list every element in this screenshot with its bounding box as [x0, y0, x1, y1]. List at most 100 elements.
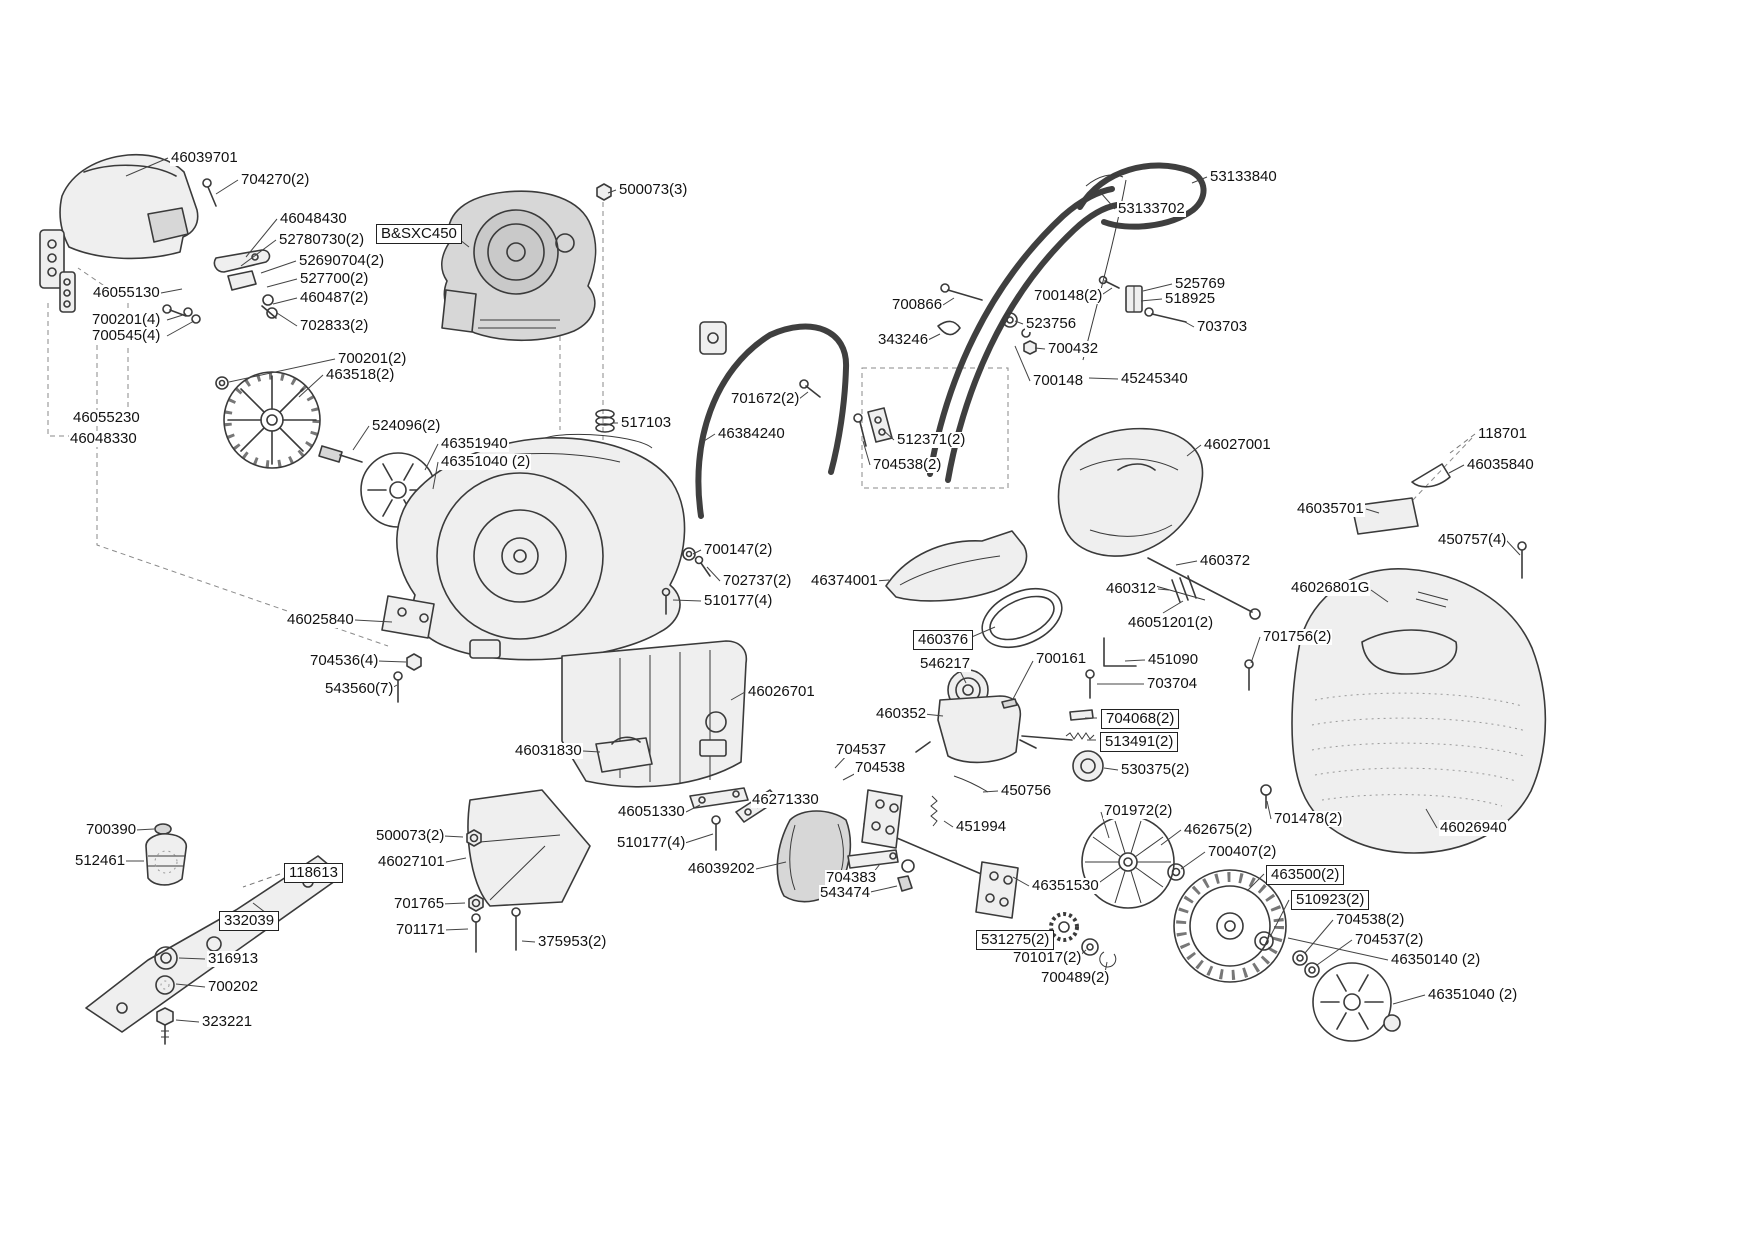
part-label: 451994 [955, 818, 1008, 835]
mulch-plug [595, 736, 653, 773]
part-label: 704537 [835, 741, 888, 758]
part-label: 527700(2) [299, 270, 370, 287]
part-label: 700407(2) [1207, 843, 1278, 860]
axle-bolt [318, 445, 363, 463]
leader-line [1246, 873, 1265, 892]
leader-line [1160, 829, 1182, 846]
leader-line [1449, 433, 1476, 454]
part-label: 460312 [1105, 580, 1158, 597]
part-label: 543560(7) [324, 680, 395, 697]
part-label: 510923(2) [1291, 890, 1370, 910]
part-label: 700545(4) [91, 327, 162, 344]
leader-line [1034, 347, 1046, 350]
part-label: 701672(2) [730, 390, 801, 407]
part-label: 46350140 (2) [1390, 951, 1482, 968]
part-label: 46271330 [751, 791, 820, 808]
leader-line [882, 429, 895, 441]
part-label: 700489(2) [1040, 969, 1111, 986]
part-label: 512461 [74, 852, 127, 869]
part-label: 46026801G [1290, 579, 1371, 596]
main-deck [381, 433, 686, 661]
rear-wheel-group [1049, 815, 1401, 1042]
part-label: 460372 [1199, 552, 1252, 569]
part-label: 546217 [919, 655, 972, 672]
transmission [915, 669, 1104, 782]
part-label: 46035840 [1466, 456, 1535, 473]
part-label: 46374001 [810, 572, 879, 589]
leader-line [260, 260, 297, 274]
part-label: 450757(4) [1437, 531, 1508, 548]
part-label: 704537(2) [1354, 931, 1425, 948]
leader-line [1180, 851, 1206, 870]
leader-line [445, 857, 467, 863]
part-label: 460376 [913, 630, 974, 650]
part-label: 343246 [877, 331, 930, 348]
leader-line [582, 750, 601, 753]
bottom-hardware [466, 829, 521, 953]
part-label: 375953(2) [537, 933, 608, 950]
side-plates [39, 229, 76, 313]
part-label: 700866 [891, 296, 944, 313]
drive-belt [981, 587, 1063, 649]
leader-line [135, 828, 155, 831]
part-label: 701171 [395, 921, 446, 938]
part-label: 463518(2) [325, 366, 396, 383]
leader-line [943, 820, 954, 828]
part-label: 525769 [1174, 275, 1227, 292]
leader-line [215, 179, 239, 195]
leader-line [354, 619, 393, 623]
part-label: 332039 [219, 911, 280, 931]
part-label: 46048430 [279, 210, 348, 227]
part-label: 46035701 [1296, 500, 1365, 517]
leader-line [1370, 589, 1389, 603]
leader-line [228, 358, 336, 383]
leader-line [1304, 919, 1334, 954]
leader-line [755, 861, 787, 870]
leader-line [703, 433, 716, 442]
leader-line [1425, 808, 1438, 829]
blade-assembly [85, 823, 343, 1045]
leader-line [245, 218, 278, 258]
part-label: 118701 [1477, 425, 1528, 442]
leader-line [424, 443, 439, 471]
part-label: 46051201(2) [1127, 614, 1215, 631]
leader-line [942, 297, 955, 306]
leader-line [1392, 994, 1426, 1005]
part-label: 46039202 [687, 860, 756, 877]
leader-line [1103, 767, 1119, 771]
part-label: 460352 [875, 705, 928, 722]
lower-handle [695, 321, 893, 519]
part-label: 45245340 [1120, 370, 1189, 387]
leader-line [1448, 464, 1465, 474]
leader-line [865, 885, 898, 894]
leader-line [441, 902, 466, 905]
part-label: 513491(2) [1100, 732, 1179, 752]
engine [441, 190, 597, 342]
part-label: 46026701 [747, 683, 816, 700]
part-label: 46048330 [69, 430, 138, 447]
part-label: 512371(2) [896, 431, 967, 448]
part-label: 530375(2) [1120, 761, 1191, 778]
part-label: 700147(2) [703, 541, 774, 558]
part-label: 451090 [1147, 651, 1200, 668]
part-label: 704538(2) [872, 456, 943, 473]
part-label: 700161 [1035, 650, 1088, 667]
leader-line [178, 957, 206, 960]
part-label: 702737(2) [722, 572, 793, 589]
part-label: 462675(2) [1183, 821, 1254, 838]
leader-line [1162, 600, 1184, 614]
leader-line [1316, 939, 1353, 966]
part-label: 52690704(2) [298, 252, 386, 269]
grass-catcher-lid [1057, 427, 1204, 557]
part-label: 46351530 [1031, 877, 1100, 894]
leader-line [432, 461, 439, 490]
leader-line [1012, 660, 1034, 700]
part-label: 46039701 [170, 149, 239, 166]
leader-line [272, 297, 298, 305]
part-label: 704536(4) [309, 652, 380, 669]
part-label: 46055230 [72, 409, 141, 426]
part-label: 517103 [620, 414, 673, 431]
part-label: 703704 [1146, 675, 1199, 692]
leader-line [923, 713, 944, 717]
